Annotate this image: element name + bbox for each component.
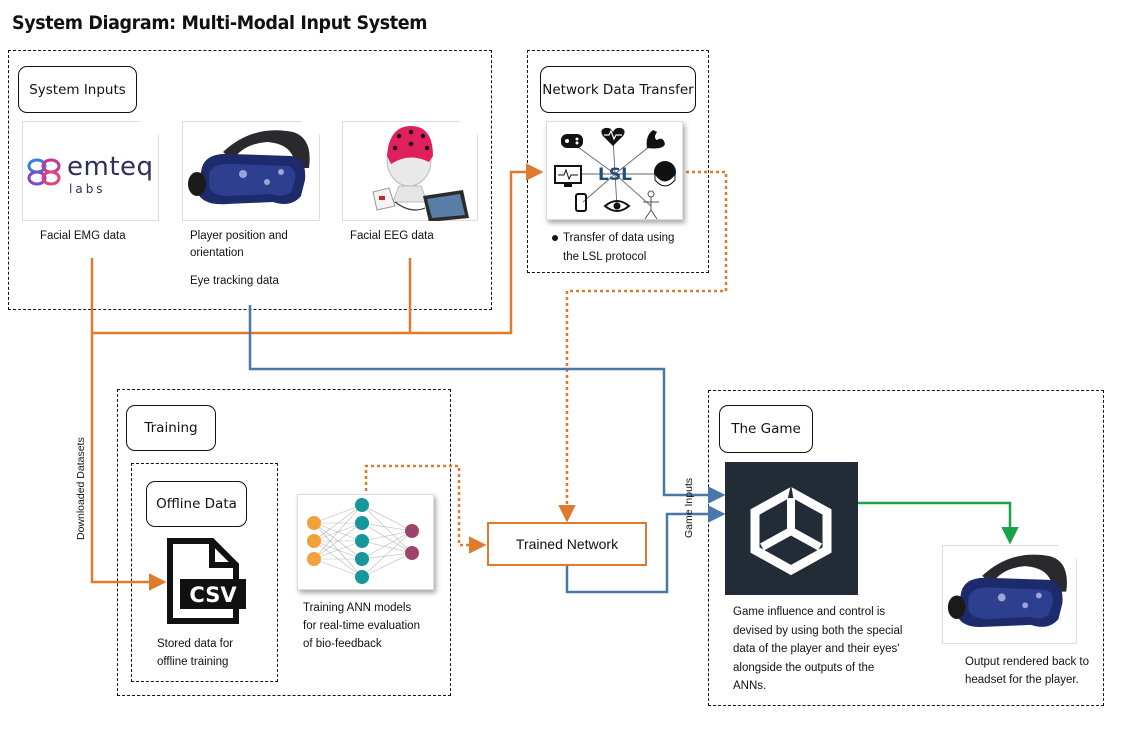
output-headset-card — [942, 545, 1077, 644]
heart-rate-icon — [601, 127, 625, 146]
eeg-cap-icon — [372, 126, 469, 221]
diagram-title: System Diagram: Multi-Modal Input System — [12, 12, 428, 34]
eye-tracking-label: Eye tracking data — [190, 275, 279, 287]
output-text-line1: Output rendered back to — [965, 656, 1090, 668]
emteq-logo-sub: labs — [69, 182, 106, 196]
lsl-bullet-line1: Transfer of data using — [563, 232, 675, 244]
emteq-logo-text: emteq — [67, 152, 154, 182]
game-desc-line2: devised by using both the special — [733, 625, 903, 637]
input-nodes — [307, 516, 321, 566]
emg-label: Facial EMG data — [40, 230, 126, 242]
game-desc-line5: ANNs. — [733, 680, 767, 692]
lsl-card: LSL — [546, 121, 683, 220]
flexed-arm-icon — [646, 130, 665, 149]
monitor-icon — [554, 165, 582, 187]
position-label-line2: orientation — [190, 247, 244, 259]
ann-text-line1: Training ANN models — [303, 602, 412, 614]
game-header: The Game — [719, 405, 813, 453]
smartphone-icon — [575, 193, 587, 212]
emteq-logo-card: emteq labs — [22, 121, 159, 221]
eeg-head-icon — [654, 161, 676, 187]
network-transfer-header: Network Data Transfer — [540, 66, 696, 113]
stored-data-line1: Stored data for — [157, 638, 234, 650]
vr-headset-card — [182, 121, 320, 221]
vr-headset-icon — [188, 130, 310, 205]
ann-diagram-card — [297, 494, 434, 590]
lsl-text: LSL — [598, 165, 632, 185]
unity-logo-card — [725, 462, 858, 595]
output-text-line2: headset for the player. — [965, 674, 1079, 686]
trained-network-box: Trained Network — [487, 522, 647, 566]
hidden-nodes — [355, 498, 369, 584]
offline-data-header: Offline Data — [146, 481, 247, 527]
neural-network-icon — [307, 498, 419, 584]
bullet-dot — [552, 235, 558, 241]
game-desc-line4: alongside the outputs of the — [733, 662, 875, 674]
position-label-line1: Player position and — [190, 230, 288, 242]
system-inputs-header: System Inputs — [18, 66, 137, 113]
ann-text-line3: of bio-feedback — [303, 638, 382, 650]
lsl-bullet-line2: the LSL protocol — [563, 251, 647, 263]
unity-logo — [750, 484, 832, 576]
vr-headset-icon — [947, 554, 1067, 628]
lsl-diagram: LSL — [554, 127, 676, 220]
game-inputs-label: Game Inputs — [683, 477, 695, 538]
downloaded-datasets-label: Downloaded Datasets — [75, 437, 87, 540]
skeleton-icon — [643, 190, 659, 220]
ann-text-line2: for real-time evaluation — [303, 620, 420, 632]
game-desc-line3: data of the player and their eyes' — [733, 643, 900, 655]
eeg-label: Facial EEG data — [350, 230, 434, 242]
stored-data-line2: offline training — [157, 656, 229, 668]
eye-icon — [603, 200, 631, 212]
csv-file-icon: CSV — [167, 538, 246, 624]
training-header: Training — [126, 405, 216, 451]
emteq-logo — [27, 158, 61, 186]
eeg-cap-card — [342, 121, 478, 221]
output-nodes — [405, 524, 419, 560]
csv-text: CSV — [189, 583, 237, 607]
game-desc-line1: Game influence and control is — [733, 606, 886, 618]
gamepad-icon — [561, 134, 583, 148]
